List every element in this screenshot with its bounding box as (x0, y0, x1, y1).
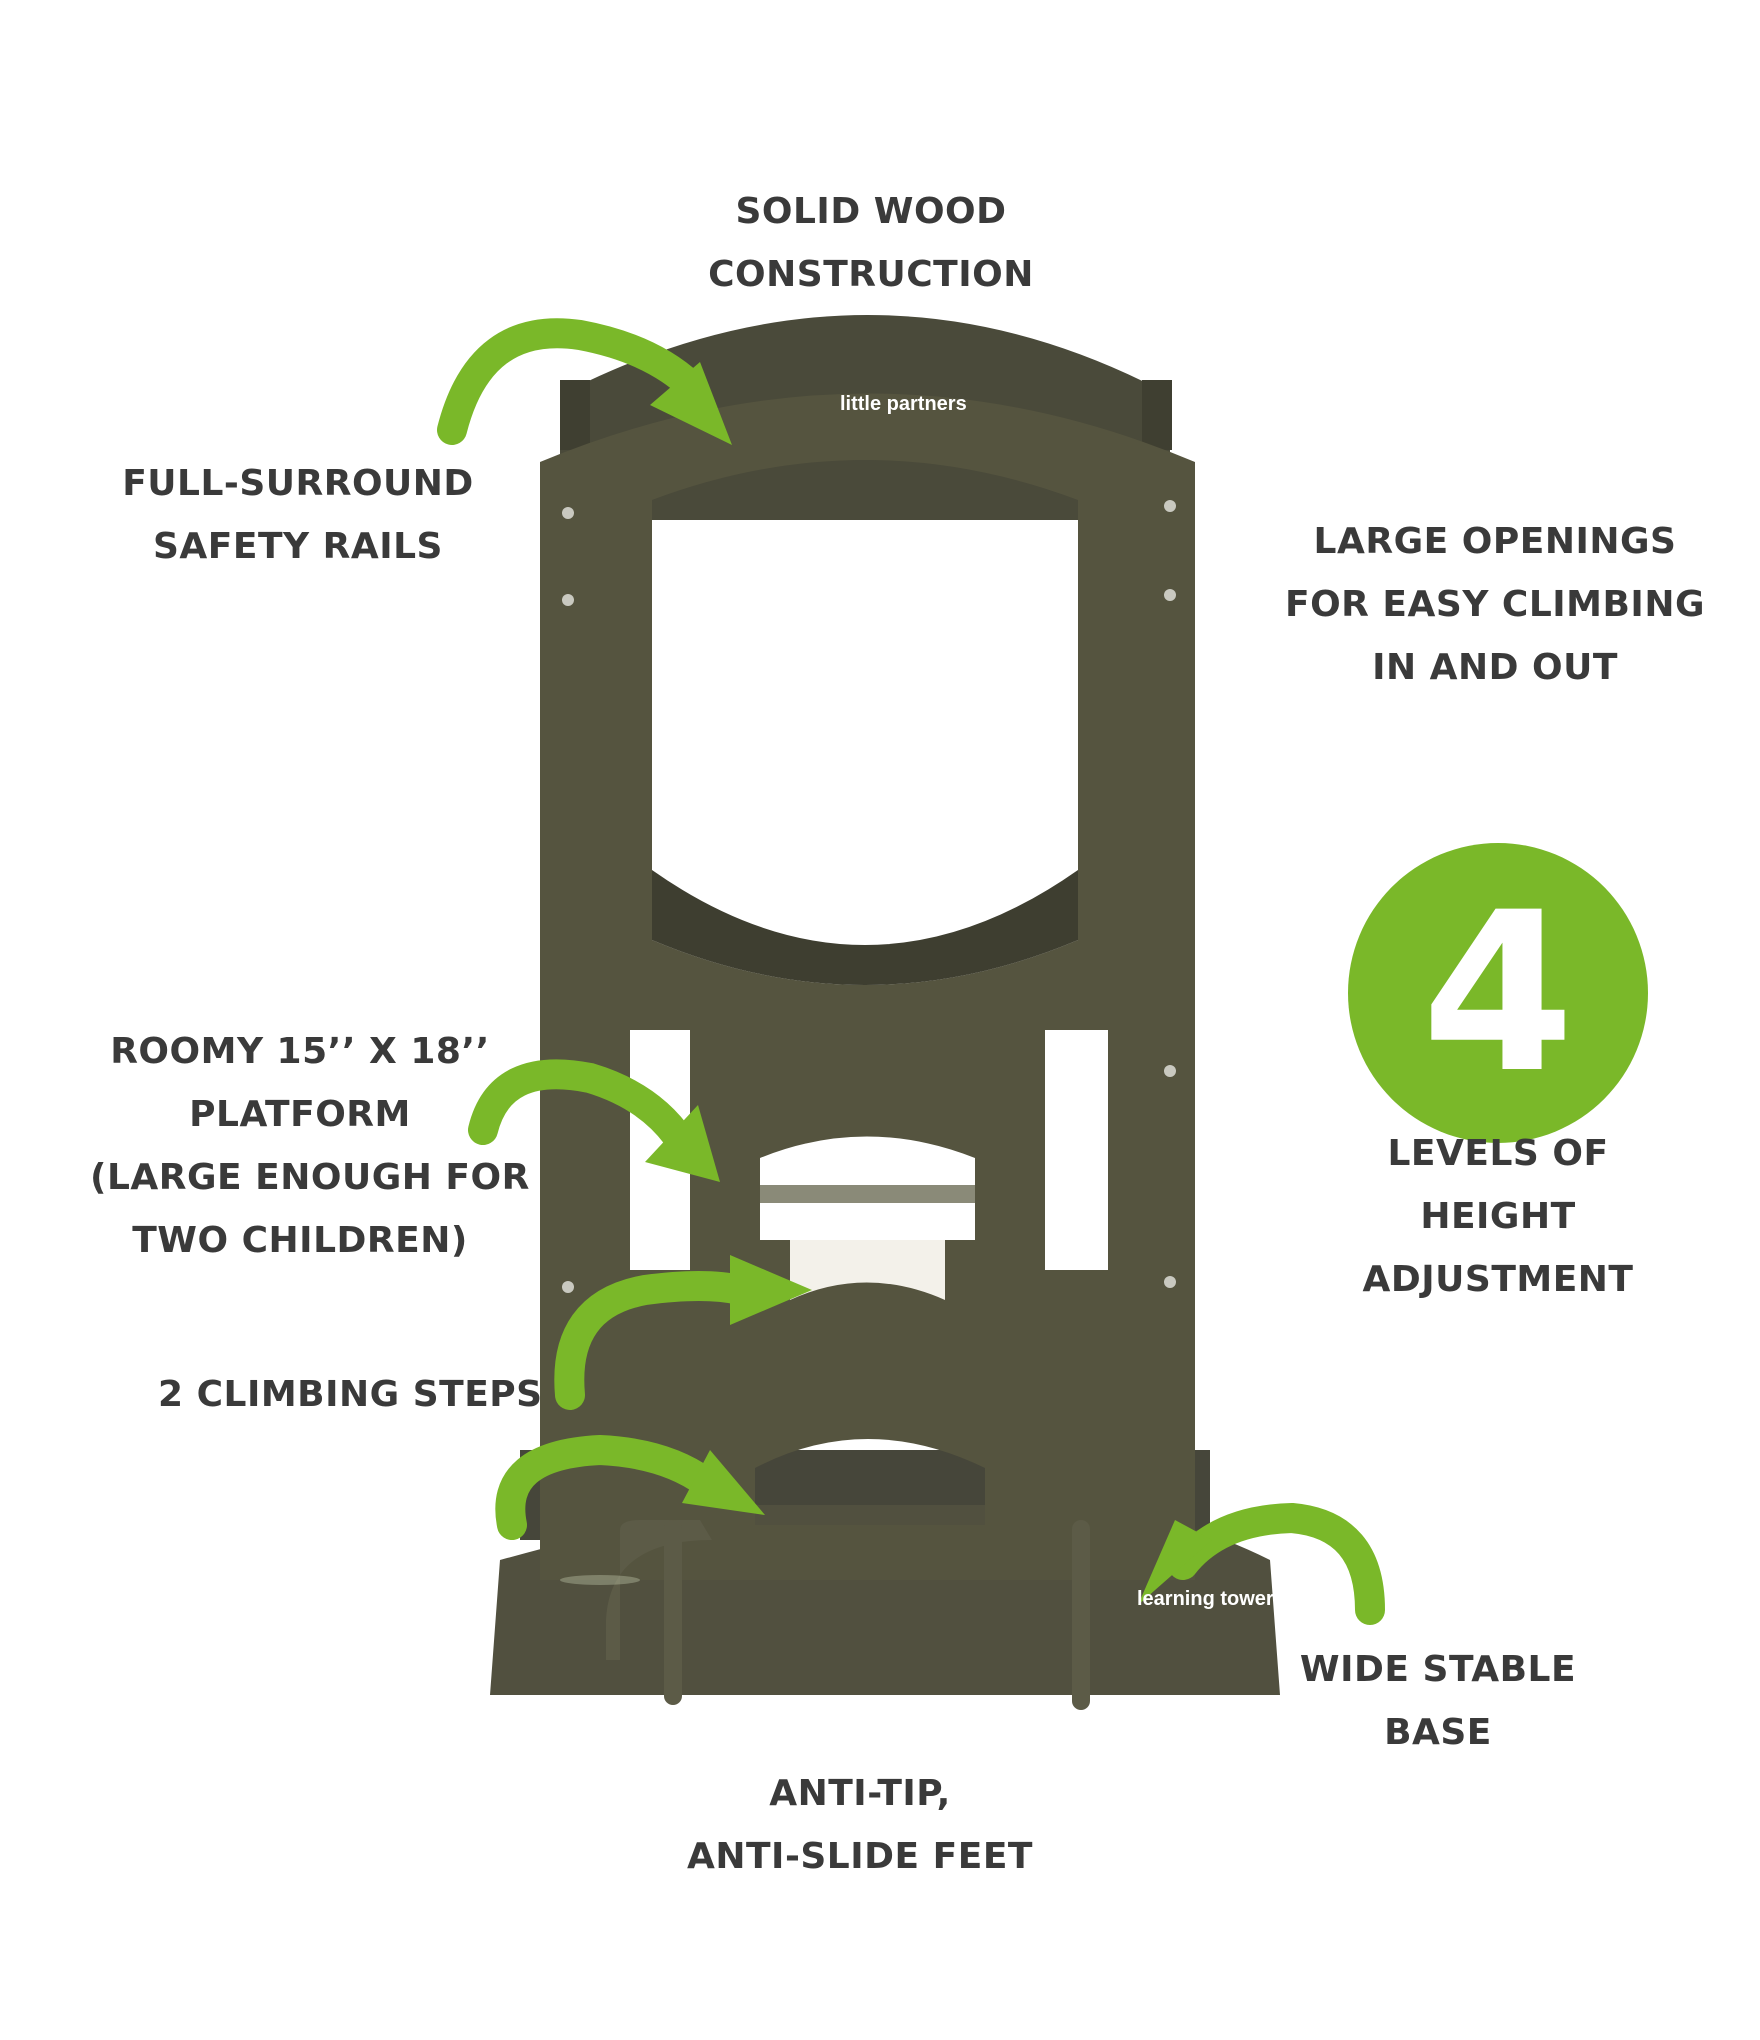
green-arrows (437, 318, 1385, 1625)
callout-line: ADJUSTMENT (1362, 1259, 1634, 1300)
callout-line: FULL-SURROUND (122, 463, 474, 504)
badge-number: 4 (1421, 865, 1575, 1121)
svg-text:little partners: little partners (840, 393, 967, 415)
callout-line: (LARGE ENOUGH FOR (90, 1157, 530, 1198)
callout-line: FOR EASY CLIMBING (1284, 584, 1706, 625)
svg-text:learning tower: learning tower (1137, 1588, 1274, 1610)
callout-line: CONSTRUCTION (708, 254, 1034, 295)
tower-front-panel (540, 393, 1195, 1580)
curved-arrow-icon (495, 1434, 720, 1540)
height-levels-badge: 4 (1348, 843, 1648, 1143)
callout-line: HEIGHT (1420, 1196, 1576, 1237)
callout-large-openings: LARGE OPENINGS FOR EASY CLIMBING IN AND … (1275, 510, 1715, 699)
callout-line: BASE (1384, 1712, 1492, 1753)
callout-height-levels: LEVELS OF HEIGHT ADJUSTMENT (1318, 1122, 1678, 1311)
callout-climbing-steps: 2 CLIMBING STEPS (158, 1363, 543, 1426)
curved-arrow-icon (437, 318, 705, 445)
callout-line: ANTI-SLIDE FEET (687, 1836, 1033, 1877)
callout-line: ROOMY 15’’ X 18’’ (110, 1031, 490, 1072)
callout-feet: ANTI-TIP, ANTI-SLIDE FEET (670, 1762, 1050, 1888)
callout-solid-wood: SOLID WOOD CONSTRUCTION (691, 180, 1051, 306)
tower-feet (606, 1520, 1090, 1710)
arrow-heads (645, 362, 1212, 1605)
brand-logo: little partners learning tower (840, 393, 1274, 1610)
callout-line: 2 CLIMBING STEPS (158, 1374, 543, 1415)
callout-safety-rails: FULL-SURROUND SAFETY RAILS (118, 452, 478, 578)
callout-line: SAFETY RAILS (153, 526, 443, 567)
callout-line: SOLID WOOD (735, 191, 1007, 232)
callout-line: PLATFORM (189, 1094, 411, 1135)
callout-line: LARGE OPENINGS (1313, 521, 1677, 562)
callout-line: IN AND OUT (1372, 647, 1618, 688)
callout-line: WIDE STABLE (1299, 1649, 1577, 1690)
curved-arrow-icon (468, 1059, 695, 1155)
curved-arrow-icon (554, 1271, 755, 1410)
callout-platform: ROOMY 15’’ X 18’’ PLATFORM (LARGE ENOUGH… (90, 1020, 530, 1272)
callout-line: ANTI-TIP, (769, 1773, 951, 1814)
callout-stable-base: WIDE STABLE BASE (1268, 1638, 1608, 1764)
arrow-shadows (560, 1575, 640, 1585)
tower-interior (652, 870, 1078, 1300)
callout-line: LEVELS OF (1387, 1133, 1609, 1174)
callout-line: TWO CHILDREN) (132, 1220, 468, 1261)
panel-bolts (562, 500, 1176, 1293)
